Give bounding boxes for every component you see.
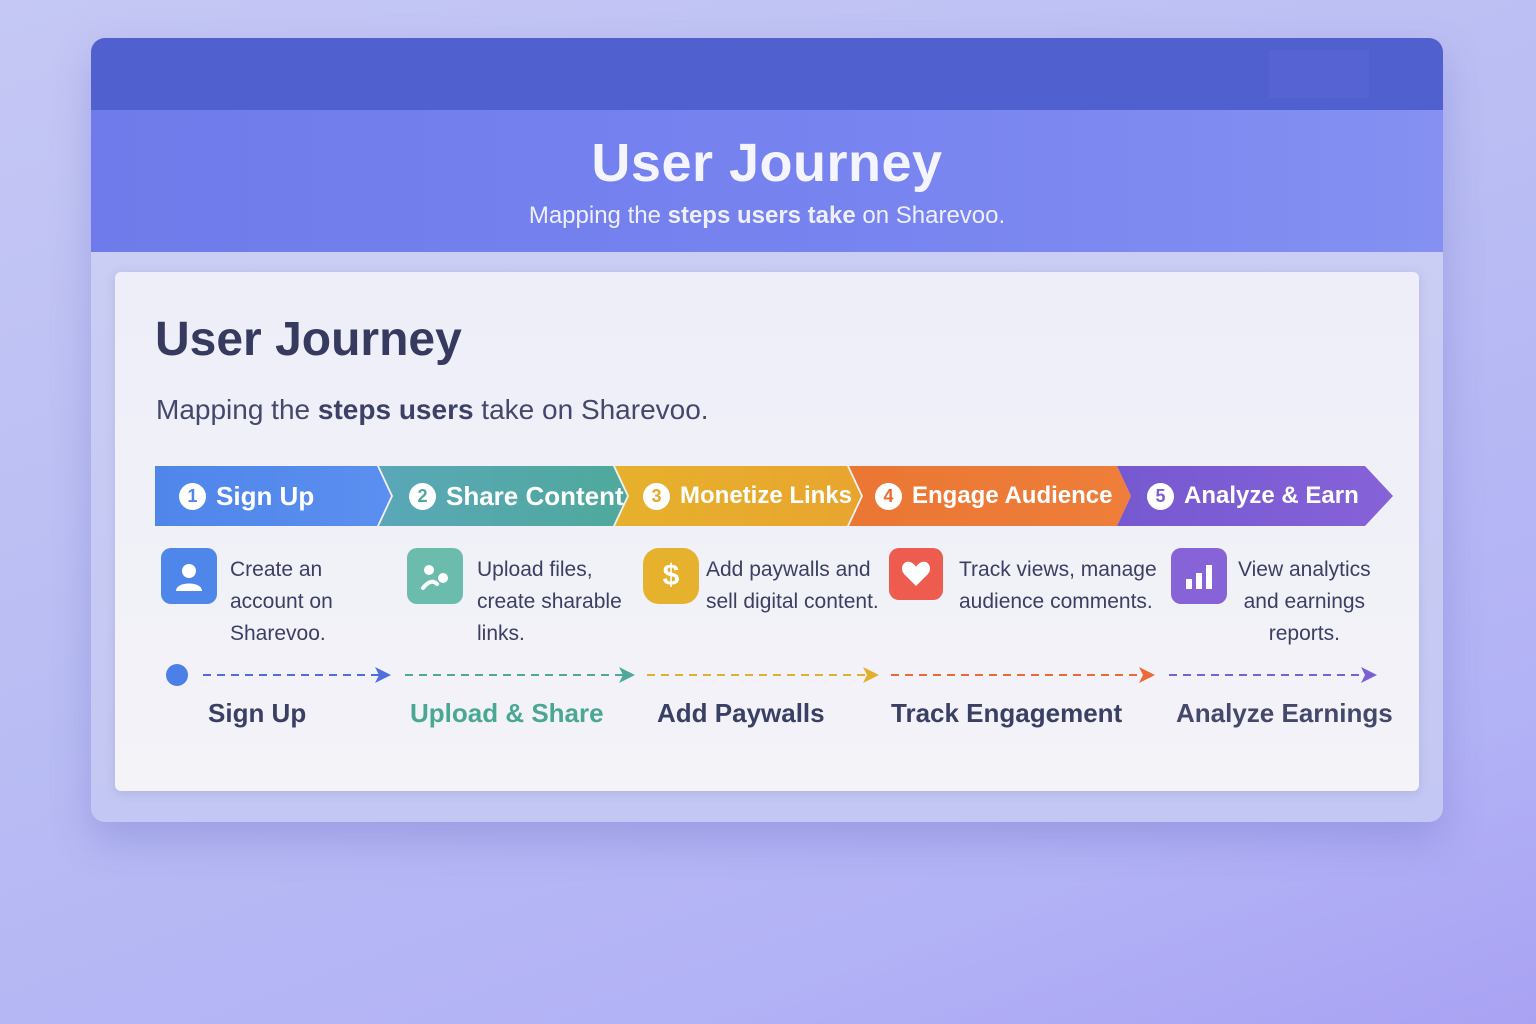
card-subtitle-post: take on Sharevoo. xyxy=(473,394,709,425)
page-title: User Journey xyxy=(591,133,943,193)
step-title: Engage Audience xyxy=(912,482,1113,509)
step-title: Analyze & Earn xyxy=(1184,482,1359,509)
step-number-badge: 3 xyxy=(643,482,670,510)
step-chevron-5[interactable]: 5 Analyze & Earn xyxy=(1117,466,1393,526)
chevron-shape-3 xyxy=(615,466,861,526)
title-bar-panel xyxy=(1269,50,1369,98)
step-chevron-label-3: 3 Monetize Links xyxy=(643,466,852,526)
page-subtitle: Mapping the steps users take on Sharevoo… xyxy=(91,202,1443,230)
journey-step-bar: 1 Sign Up 2 Share Content xyxy=(155,466,1395,526)
card-subtitle: Mapping the steps users take on Sharevoo… xyxy=(156,394,709,426)
bar-chart-icon xyxy=(1171,548,1227,604)
chevron-shape-5 xyxy=(1117,466,1393,526)
user-icon xyxy=(161,548,217,604)
flow-start-dot xyxy=(166,664,188,686)
card-title: User Journey xyxy=(155,313,462,366)
flow-arrows xyxy=(166,664,1377,686)
dollar-icon: $ xyxy=(643,548,699,604)
share-icon xyxy=(407,548,463,604)
step-chevron-1[interactable]: 1 Sign Up xyxy=(155,466,391,526)
heart-icon xyxy=(889,548,943,600)
step-number-badge: 5 xyxy=(1147,482,1174,510)
journey-card: User Journey Mapping the steps users tak… xyxy=(115,272,1419,791)
step-title: Share Content xyxy=(446,480,624,511)
step-number-badge: 4 xyxy=(875,482,902,510)
header-banner: User Journey Mapping the steps users tak… xyxy=(91,110,1443,252)
flow-label-2: Upload & Share xyxy=(410,698,604,728)
journey-flow: Sign Up Upload & Share Add Paywalls Trac… xyxy=(155,662,1395,752)
chevron-shape-1 xyxy=(155,466,391,526)
chevron-shape-2 xyxy=(379,466,627,526)
step-number-badge: 2 xyxy=(409,482,436,510)
title-bar xyxy=(91,38,1443,110)
step-title: Sign Up xyxy=(216,480,315,511)
step-chevron-label-2: 2 Share Content xyxy=(409,466,624,526)
flow-label-4: Track Engagement xyxy=(891,698,1123,728)
step-chevron-2[interactable]: 2 Share Content xyxy=(379,466,627,526)
card-subtitle-pre: Mapping the xyxy=(156,394,318,425)
flow-label-1: Sign Up xyxy=(208,698,307,728)
page-subtitle-bold: steps users take xyxy=(667,202,856,229)
step-title: Monetize Links xyxy=(680,482,853,509)
app-window: User Journey Mapping the steps users tak… xyxy=(91,38,1443,822)
step-chevron-label-1: 1 Sign Up xyxy=(179,466,314,526)
flow-label-5: Analyze Earnings xyxy=(1176,698,1393,728)
step-chevron-label-4: 4 Engage Audience xyxy=(875,466,1112,526)
step-chevron-label-5: 5 Analyze & Earn xyxy=(1147,466,1359,526)
step-chevron-4[interactable]: 4 Engage Audience xyxy=(849,466,1131,526)
step-chevron-3[interactable]: 3 Monetize Links xyxy=(615,466,861,526)
chevron-shape-4 xyxy=(849,466,1131,526)
step-number-badge: 1 xyxy=(179,482,206,510)
page-subtitle-post: on Sharevoo. xyxy=(855,202,1006,229)
card-subtitle-bold: steps users xyxy=(317,394,474,425)
flow-label-3: Add Paywalls xyxy=(657,698,825,728)
page-subtitle-pre: Mapping the xyxy=(528,202,668,229)
